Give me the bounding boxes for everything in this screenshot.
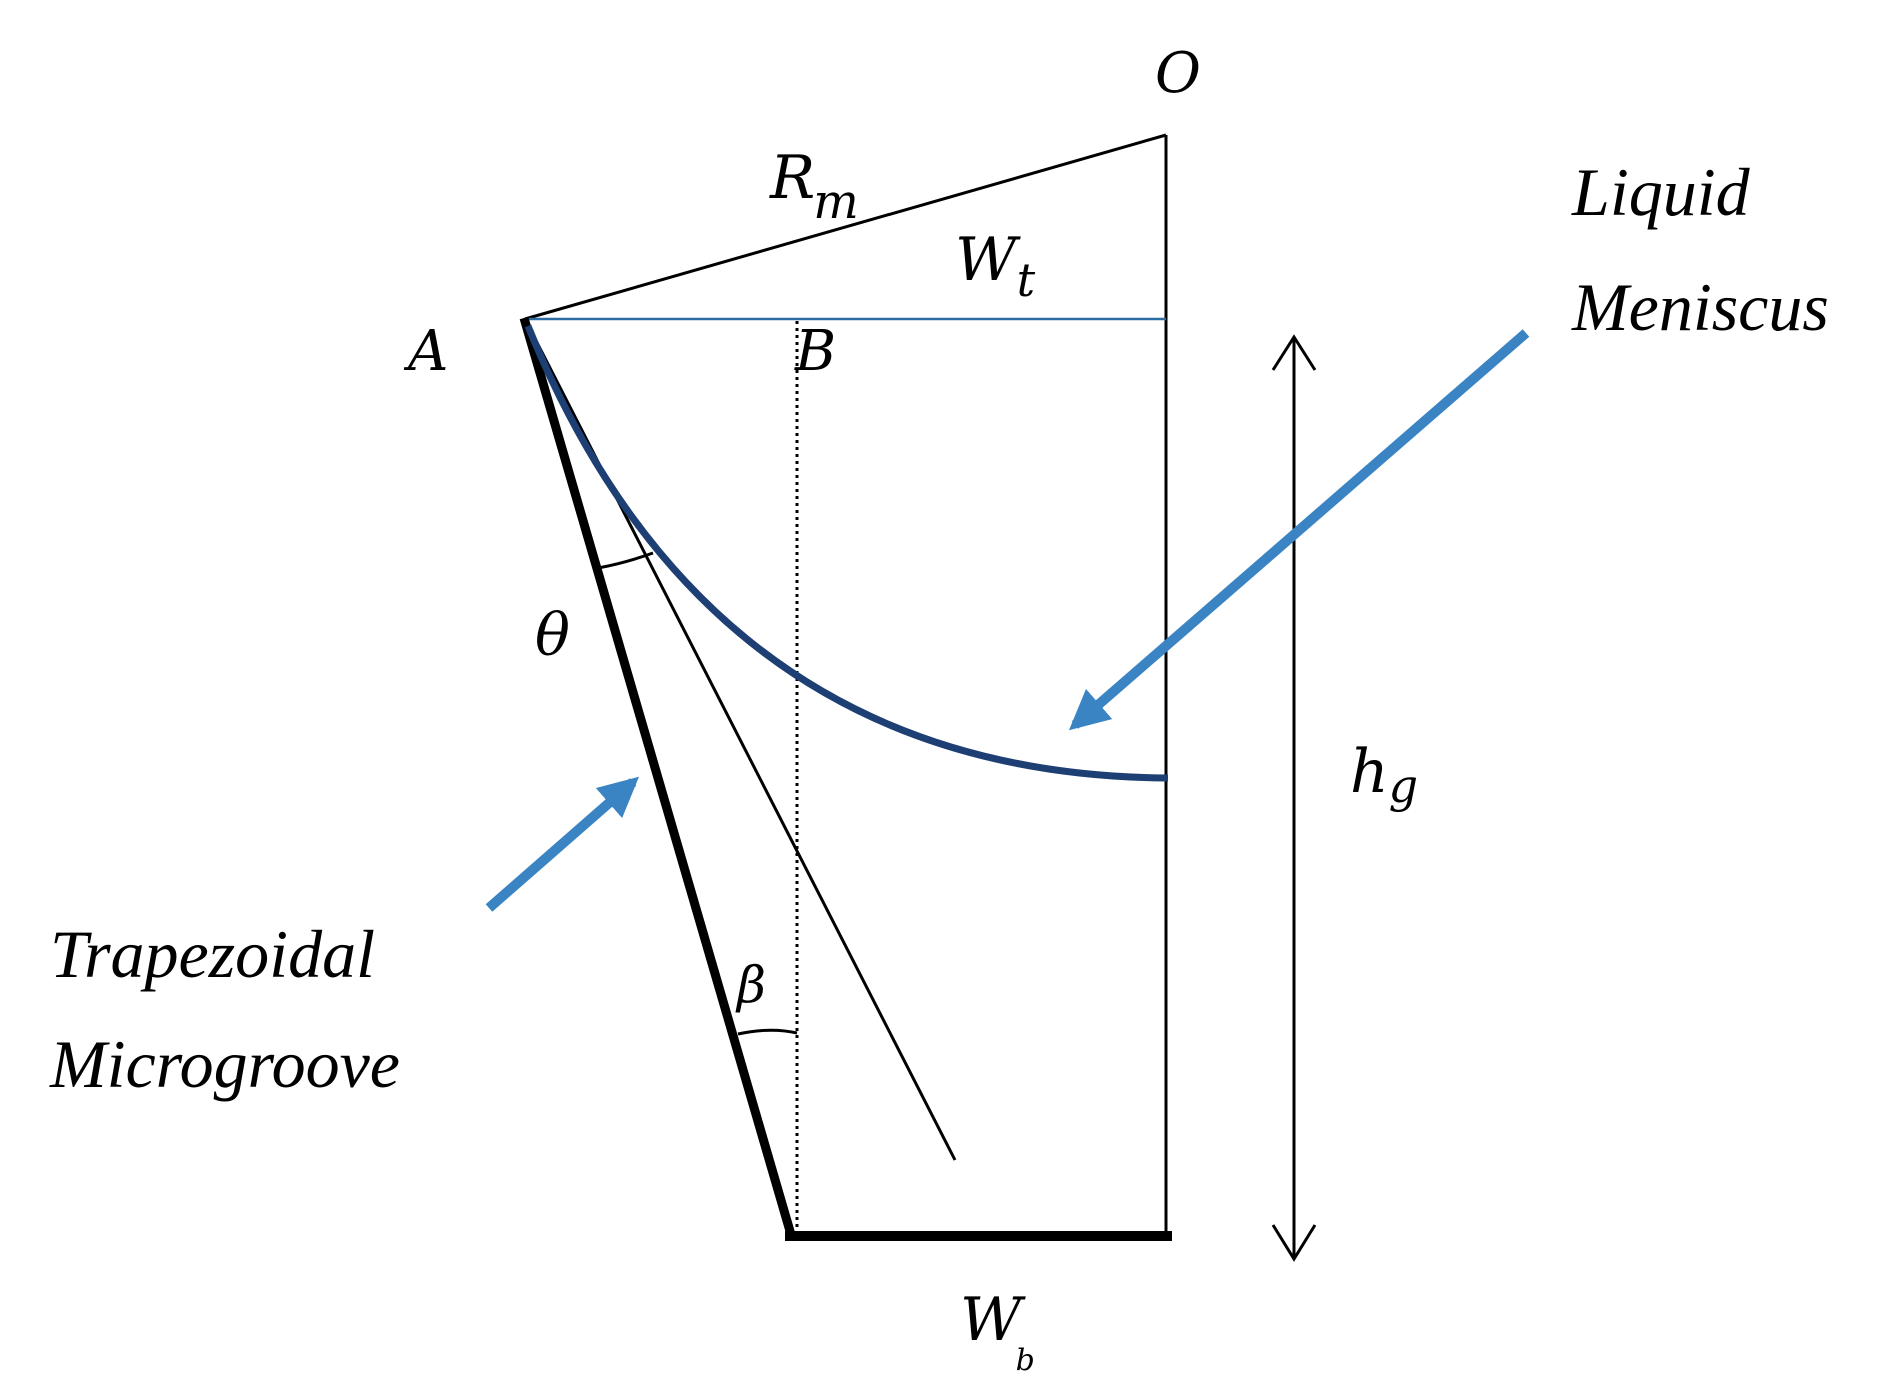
height-arrow <box>1271 334 1317 1262</box>
beta-angle-arc <box>737 1028 798 1036</box>
label-theta: θ <box>535 601 570 669</box>
label-radius-rm: Rm <box>769 143 859 230</box>
groove-side-wall <box>519 316 797 1240</box>
radius-subscript: m <box>813 174 859 230</box>
top-width-subscript: t <box>1017 253 1036 307</box>
caption-trapezoidal: Trapezoidal <box>50 916 375 992</box>
label-height-hg: hg <box>1350 737 1418 813</box>
liquid-meniscus-curve <box>524 324 1169 782</box>
height-symbol: h <box>1350 737 1389 807</box>
bottom-width-subscript: b <box>1016 1343 1035 1378</box>
label-point-a: A <box>403 319 448 384</box>
bottom-width-symbol: W <box>960 1285 1026 1355</box>
radius-line-oa <box>524 133 1167 321</box>
caption-microgroove: Microgroove <box>49 1026 400 1102</box>
top-width-symbol: W <box>955 225 1021 295</box>
label-beta: β <box>735 956 766 1014</box>
label-point-b: B <box>794 319 836 384</box>
caption-liquid: Liquid <box>1571 154 1751 230</box>
caption-meniscus: Meniscus <box>1571 269 1829 345</box>
height-subscript: g <box>1389 759 1418 813</box>
label-top-width-wt: Wt <box>955 225 1036 307</box>
groove-callout-arrow <box>485 776 640 912</box>
label-point-o: O <box>1155 41 1201 106</box>
theta-angle-arc <box>597 551 654 570</box>
radius-symbol: R <box>769 143 815 213</box>
meniscus-callout-arrow <box>1068 329 1530 731</box>
